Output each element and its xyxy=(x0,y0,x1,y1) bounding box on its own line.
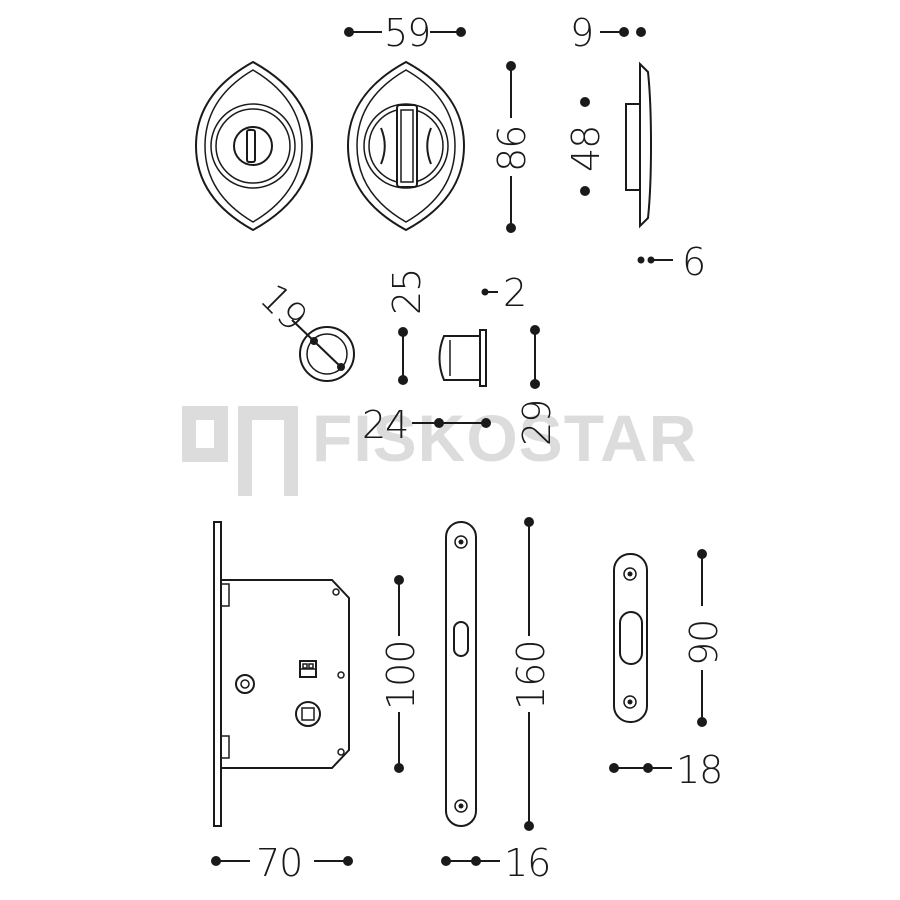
dimension-70: 70 xyxy=(211,841,353,885)
watermark-text: FISKOSTAR xyxy=(312,401,697,475)
dimension-48-label: 48 xyxy=(564,126,608,172)
dimension-48: 48 xyxy=(564,97,608,196)
dimension-18: 18 xyxy=(609,748,723,792)
dimension-59-label: 59 xyxy=(384,11,430,55)
dimension-2-label: 2 xyxy=(503,271,526,315)
dimension-2: 2 xyxy=(481,271,527,315)
dimension-16: 16 xyxy=(441,841,551,885)
strike-plate xyxy=(613,553,648,723)
dimension-19-label: 19 xyxy=(252,275,316,339)
dimension-24: 24 xyxy=(362,403,491,447)
dimension-160: 160 xyxy=(509,517,553,831)
dimension-25-label: 25 xyxy=(385,269,429,315)
dimension-100: 100 xyxy=(379,575,423,773)
dimension-59: 59 xyxy=(344,11,466,55)
watermark-logo xyxy=(182,406,298,496)
dimension-29-label: 29 xyxy=(515,400,559,446)
dimension-70-label: 70 xyxy=(256,841,302,885)
dimension-160-label: 160 xyxy=(509,640,553,710)
face-plate xyxy=(445,521,477,827)
dimension-25: 25 xyxy=(385,269,429,385)
dimension-16-label: 16 xyxy=(504,841,550,885)
escutcheon-side-profile xyxy=(625,61,652,229)
dimension-9: 9 xyxy=(570,11,646,55)
dimension-6: 6 xyxy=(637,240,706,284)
dimension-6-label: 6 xyxy=(682,240,705,284)
dimension-18-label: 18 xyxy=(676,748,722,792)
escutcheon-left xyxy=(194,60,314,232)
watermark: FISKOSTAR xyxy=(182,401,697,496)
dimension-9-label: 9 xyxy=(570,11,593,55)
dimension-86: 86 xyxy=(490,61,534,233)
pull-cap xyxy=(438,329,487,387)
lock-body xyxy=(213,521,350,827)
dimension-86-label: 86 xyxy=(490,126,534,172)
dimension-29: 29 xyxy=(515,325,559,446)
dimension-90-label: 90 xyxy=(682,620,726,666)
dimension-24-label: 24 xyxy=(362,403,408,447)
finger-pull-rose xyxy=(291,319,355,382)
dimension-100-label: 100 xyxy=(379,640,423,710)
escutcheon-right xyxy=(346,60,466,232)
dimension-90: 90 xyxy=(682,549,726,727)
